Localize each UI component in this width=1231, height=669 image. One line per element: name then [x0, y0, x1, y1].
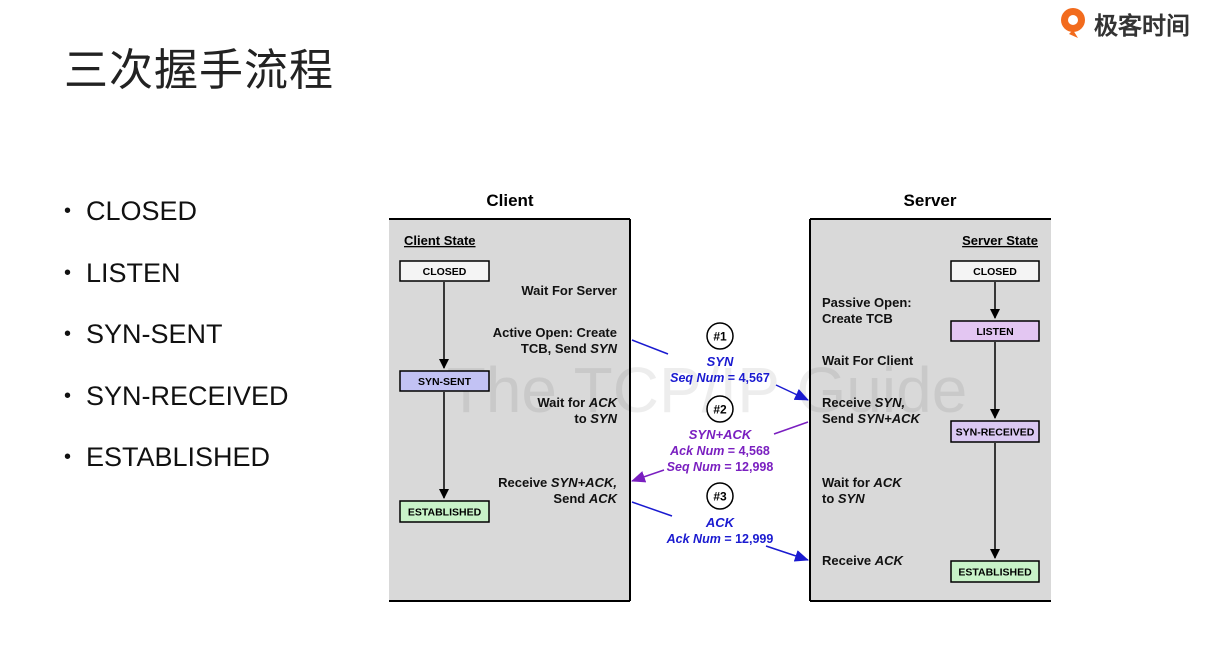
- client-note-wait-server: Wait For Server: [521, 283, 617, 298]
- bullet-text: CLOSED: [86, 196, 198, 226]
- ack-arrowhead: [765, 545, 809, 562]
- client-header: Client: [486, 191, 534, 210]
- server-note-wait-ack: Wait for ACK: [822, 475, 903, 490]
- bullet-item: •LISTEN: [64, 257, 181, 288]
- svg-text:CLOSED: CLOSED: [423, 266, 467, 278]
- logo-text: 极客时间: [1094, 11, 1190, 40]
- server-note-receive-syn: Receive SYN,: [822, 395, 905, 410]
- synack-arrowhead: [631, 469, 665, 483]
- server-state-syn-received: SYN-RECEIVED: [950, 420, 1040, 443]
- server-note-send-synack: Send SYN+ACK: [822, 411, 922, 426]
- message-2-synack: #2 SYN+ACK Ack Num = 4,568 Seq Num = 12,…: [631, 395, 809, 483]
- bullet-item: •ESTABLISHED: [64, 442, 271, 472]
- step-2-badge: [706, 395, 734, 423]
- server-state-closed: CLOSED: [950, 260, 1040, 282]
- bullet-item: •SYN-SENT: [64, 319, 223, 349]
- state-bullet-list: •CLOSED •LISTEN •SYN-SENT •SYN-RECEIVED …: [64, 196, 289, 504]
- svg-text:#3: #3: [713, 490, 727, 504]
- bullet-text: SYN-RECEIVED: [86, 380, 289, 411]
- client-state-closed: CLOSED: [399, 260, 490, 282]
- svg-text:ESTABLISHED: ESTABLISHED: [958, 567, 1032, 579]
- synack-ack-num: Ack Num = 4,568: [669, 444, 770, 458]
- message-1-syn: #1 SYN Seq Num = 4,567: [631, 322, 809, 401]
- client-state-label: Client State: [404, 233, 476, 248]
- watermark: The TCP/IP Guide: [447, 354, 968, 426]
- server-note-passive-open: Passive Open:: [822, 295, 912, 310]
- server-note-wait-client: Wait For Client: [822, 353, 914, 368]
- synack-label: SYN+ACK: [689, 427, 753, 442]
- bullet-text: SYN-SENT: [86, 319, 223, 349]
- bullet-item: •CLOSED: [64, 196, 198, 226]
- client-note-send-ack: Send ACK: [553, 491, 618, 506]
- step-3-badge: [706, 482, 734, 510]
- server-state-established: ESTABLISHED: [950, 560, 1040, 583]
- slide-title: 三次握手流程: [64, 45, 334, 96]
- step-1-badge: [706, 322, 734, 350]
- server-panel: [809, 218, 1051, 602]
- brand-logo: 极客时间: [1058, 6, 1190, 40]
- server-state-listen: LISTEN: [950, 320, 1040, 342]
- server-note-create-tcb: Create TCB: [822, 311, 893, 326]
- server-state-label: Server State: [962, 233, 1038, 248]
- server-note-receive-ack: Receive ACK: [822, 553, 905, 568]
- client-notes: Wait For Server Active Open: Create TCB,…: [493, 283, 619, 506]
- svg-text:#2: #2: [713, 403, 727, 417]
- svg-text:LISTEN: LISTEN: [976, 326, 1013, 338]
- geektime-logo-icon: [1061, 8, 1085, 38]
- ack-label: ACK: [705, 515, 736, 530]
- syn-arrowhead: [775, 384, 809, 401]
- client-note-active-open-2: TCB, Send SYN: [521, 341, 618, 356]
- syn-arrow: [631, 339, 669, 355]
- svg-text:SYN-RECEIVED: SYN-RECEIVED: [956, 427, 1035, 439]
- ack-ack-num: Ack Num = 12,999: [666, 532, 774, 546]
- synack-arrow: [773, 421, 809, 435]
- client-note-wait-ack-2: to SYN: [574, 411, 617, 426]
- svg-text:SYN-SENT: SYN-SENT: [418, 376, 472, 388]
- client-state-syn-sent: SYN-SENT: [399, 370, 490, 392]
- bullet-item: •SYN-RECEIVED: [64, 380, 289, 411]
- client-note-receive-synack: Receive SYN+ACK,: [498, 475, 617, 490]
- server-header: Server: [904, 191, 957, 210]
- server-note-wait-ack-2: to SYN: [822, 491, 865, 506]
- svg-text:ESTABLISHED: ESTABLISHED: [408, 507, 482, 519]
- client-panel: [389, 218, 631, 602]
- client-note-active-open: Active Open: Create: [493, 325, 617, 340]
- server-notes: Passive Open: Create TCB Wait For Client…: [822, 295, 922, 568]
- bullet-text: ESTABLISHED: [86, 442, 271, 472]
- syn-label: SYN: [707, 354, 734, 369]
- syn-seq-num: Seq Num = 4,567: [670, 371, 770, 385]
- synack-seq-num: Seq Num = 12,998: [667, 460, 774, 474]
- message-3-ack: #3 ACK Ack Num = 12,999: [631, 482, 809, 562]
- bullet-text: LISTEN: [86, 257, 181, 288]
- ack-arrow: [631, 501, 673, 517]
- svg-text:#1: #1: [713, 330, 727, 344]
- client-note-wait-ack: Wait for ACK: [537, 395, 618, 410]
- client-state-established: ESTABLISHED: [399, 500, 490, 523]
- svg-text:CLOSED: CLOSED: [973, 266, 1017, 278]
